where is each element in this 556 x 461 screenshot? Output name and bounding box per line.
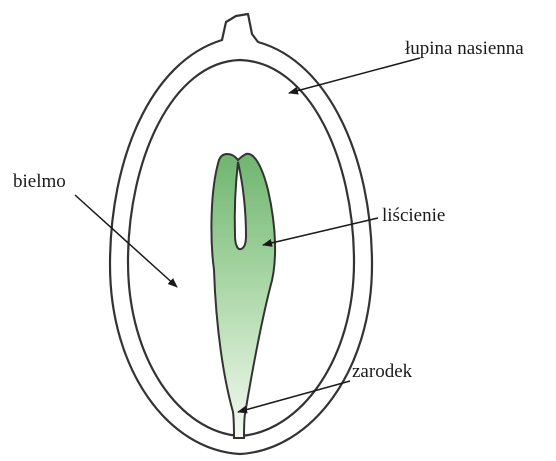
label-cotyledons: liścienie xyxy=(382,205,445,226)
arrow-seed-coat xyxy=(289,58,420,93)
arrow-cotyledons xyxy=(263,218,378,245)
label-embryo: zarodek xyxy=(352,361,413,382)
arrow-endosperm xyxy=(75,195,177,287)
label-endosperm: bielmo xyxy=(13,171,66,192)
label-seed-coat: łupina nasienna xyxy=(405,38,524,59)
